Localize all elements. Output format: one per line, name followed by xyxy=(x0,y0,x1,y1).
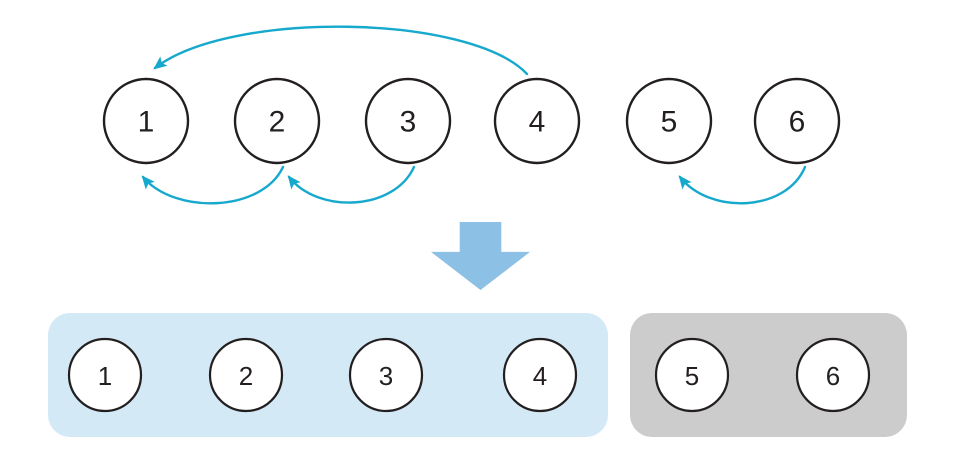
node-circle xyxy=(795,337,871,413)
node-3[interactable]: 3 xyxy=(364,77,452,165)
node-circle xyxy=(753,77,841,165)
node-3[interactable]: 3 xyxy=(348,337,424,413)
sequence-row: 1 2 3 4 5 6 xyxy=(102,77,841,165)
node-circle xyxy=(654,337,730,413)
node-label: 6 xyxy=(826,361,840,391)
node-circle xyxy=(348,337,424,413)
node-6[interactable]: 6 xyxy=(795,337,871,413)
node-label: 2 xyxy=(269,106,286,139)
node-2[interactable]: 2 xyxy=(233,77,321,165)
node-1[interactable]: 1 xyxy=(67,337,143,413)
node-1[interactable]: 1 xyxy=(102,77,190,165)
node-4[interactable]: 4 xyxy=(493,77,581,165)
node-label: 5 xyxy=(661,106,678,139)
node-label: 4 xyxy=(529,106,546,139)
group-backgrounds xyxy=(48,313,907,437)
selected-group: 1 2 3 4 xyxy=(67,337,578,413)
node-label: 1 xyxy=(138,106,155,139)
down-arrow-icon xyxy=(431,222,530,290)
node-2[interactable]: 2 xyxy=(208,337,284,413)
node-label: 3 xyxy=(400,106,417,139)
edge-2-to-1 xyxy=(141,165,285,205)
node-4[interactable]: 4 xyxy=(502,337,578,413)
node-6[interactable]: 6 xyxy=(753,77,841,165)
node-circle xyxy=(208,337,284,413)
node-label: 6 xyxy=(789,106,806,139)
node-label: 3 xyxy=(379,361,393,391)
node-circle xyxy=(625,77,713,165)
node-circle xyxy=(233,77,321,165)
node-label: 2 xyxy=(239,361,253,391)
node-5[interactable]: 5 xyxy=(654,337,730,413)
node-circle xyxy=(364,77,452,165)
node-label: 1 xyxy=(98,361,112,391)
node-circle xyxy=(102,77,190,165)
edge-6-to-5 xyxy=(678,165,807,205)
node-circle xyxy=(67,337,143,413)
edge-3-to-2 xyxy=(287,165,416,204)
selected-group-background xyxy=(48,313,608,437)
sequence-edges xyxy=(141,25,807,205)
node-label: 4 xyxy=(533,361,547,391)
node-label: 5 xyxy=(685,361,699,391)
node-circle xyxy=(493,77,581,165)
node-circle xyxy=(502,337,578,413)
node-5[interactable]: 5 xyxy=(625,77,713,165)
edge-4-to-1 xyxy=(153,25,529,76)
